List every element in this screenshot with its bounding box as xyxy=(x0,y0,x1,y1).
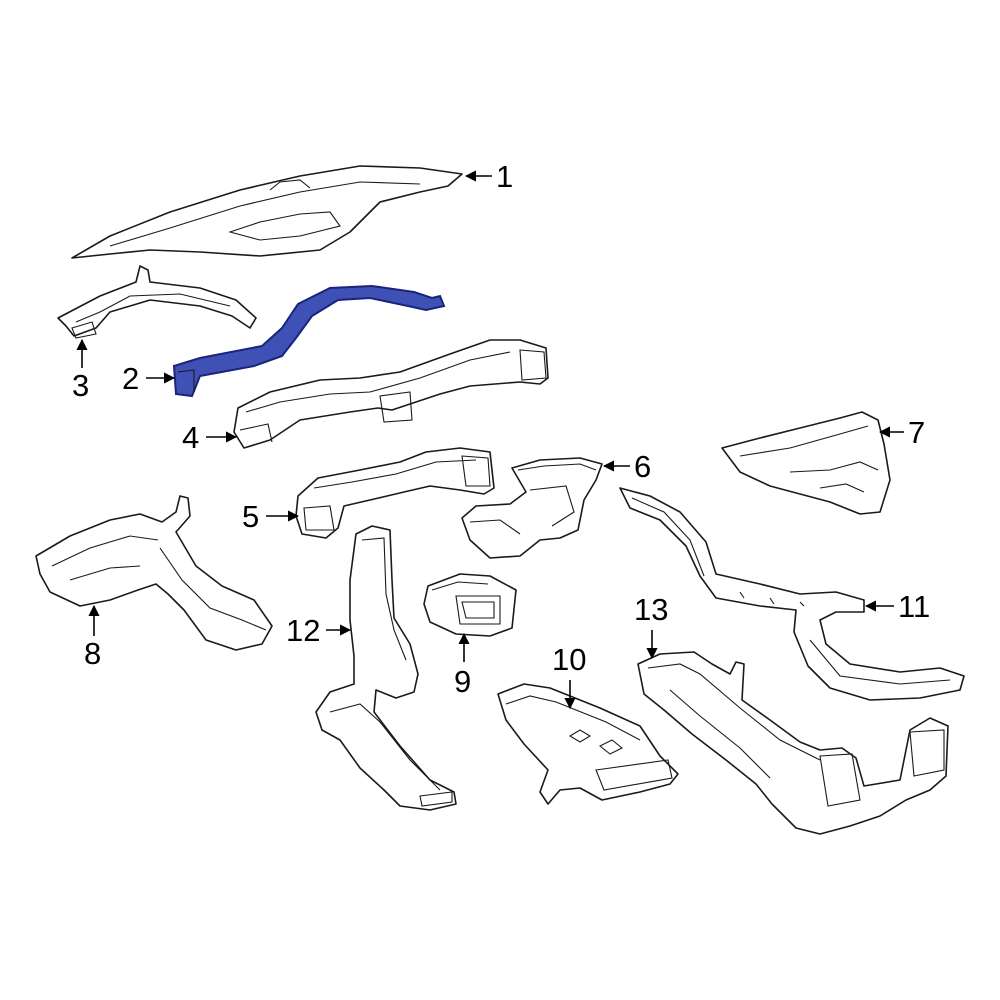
part-10-duct[interactable] xyxy=(497,683,679,805)
part-12-duct[interactable] xyxy=(315,525,457,811)
part-4-duct[interactable] xyxy=(233,339,549,449)
part-1-duct[interactable] xyxy=(71,165,463,259)
callout-4: 4 xyxy=(182,420,199,455)
part-8-duct[interactable] xyxy=(35,495,273,651)
part-5-duct[interactable] xyxy=(295,447,495,539)
callout-6: 6 xyxy=(634,449,651,484)
part-11-duct[interactable] xyxy=(619,487,965,701)
part-13-duct[interactable] xyxy=(637,651,949,835)
callout-labels: 1 2 3 4 5 6 7 8 9 10 11 12 13 xyxy=(72,159,930,699)
callout-12: 12 xyxy=(286,613,320,648)
callout-8: 8 xyxy=(84,636,101,671)
part-9-vent[interactable] xyxy=(423,573,517,637)
callout-10: 10 xyxy=(552,642,586,677)
callout-5: 5 xyxy=(242,499,259,534)
part-7-duct[interactable] xyxy=(721,411,891,515)
part-3-duct[interactable] xyxy=(57,265,257,339)
callout-13: 13 xyxy=(634,592,668,627)
callout-3: 3 xyxy=(72,368,89,403)
callout-7: 7 xyxy=(908,415,925,450)
callout-1: 1 xyxy=(496,159,513,194)
callout-9: 9 xyxy=(454,664,471,699)
callout-11: 11 xyxy=(898,589,930,624)
part-2-duct-highlighted[interactable] xyxy=(172,284,446,398)
leader-lines xyxy=(76,170,904,710)
part-6-duct[interactable] xyxy=(461,457,603,559)
callout-2: 2 xyxy=(122,361,139,396)
